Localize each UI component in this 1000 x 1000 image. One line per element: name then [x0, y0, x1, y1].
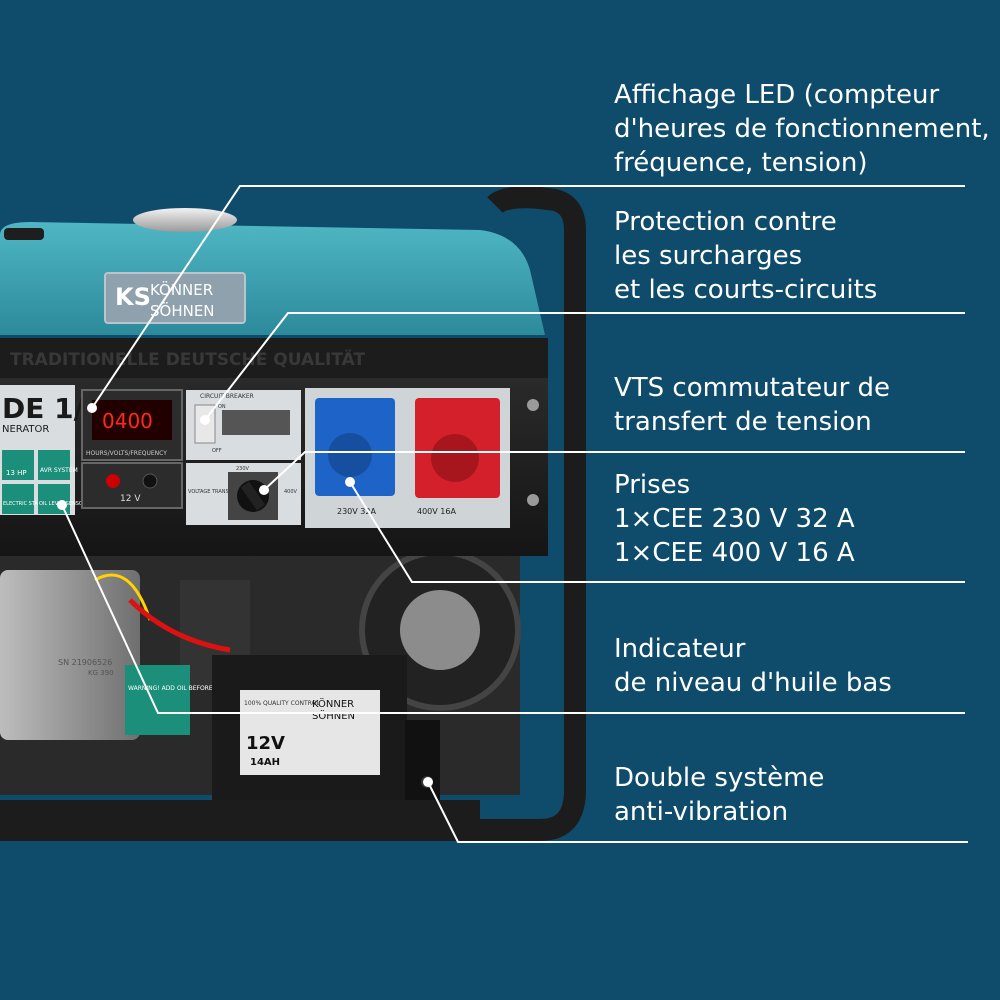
warning-text: WARNING! ADD OIL BEFORE USE — [128, 685, 227, 692]
feature-line: Prises — [614, 470, 691, 500]
feature-line: 1×CEE 230 V 32 A — [614, 504, 855, 534]
callout-line-oil — [61, 504, 965, 714]
battery-volt: 12V — [246, 733, 285, 754]
fuel-cap — [133, 208, 237, 232]
badge-start — [2, 484, 34, 514]
dc-label: 12 V — [120, 494, 141, 504]
brand-line-1: KÖNNER — [150, 280, 213, 299]
badge-oil — [38, 484, 70, 514]
feature-led-display: Affichage LED (compteur d'heures de fonc… — [614, 78, 994, 180]
callout-dot-oil — [57, 500, 67, 510]
feature-sockets: Prises 1×CEE 230 V 32 A 1×CEE 400 V 16 A — [614, 468, 994, 570]
socket-230v-face — [328, 433, 372, 477]
badge-avr-text: AVR SYSTEM — [40, 467, 78, 474]
badge-start-text: ELECTRIC START — [3, 501, 45, 507]
brand-plate — [104, 272, 246, 324]
wire-yellow — [94, 573, 152, 621]
feature-line: les surcharges — [614, 241, 803, 271]
callout-lines — [61, 185, 968, 843]
callout-line-led — [91, 185, 965, 409]
callout-dot-vts — [259, 485, 269, 495]
callout-dot-vibration — [423, 777, 433, 787]
breaker-on-label: ON — [218, 404, 226, 410]
callout-line-sockets — [349, 481, 965, 583]
callout-line-vibration — [427, 781, 968, 843]
led-label: HOURS/VOLTS/FREQUENCY — [86, 450, 167, 457]
battery-cap: 14AH — [250, 757, 280, 768]
socket-230v-label: 230V 32A — [337, 507, 376, 516]
socket-400v-label: 400V 16A — [417, 507, 456, 516]
frame-tube — [0, 186, 586, 841]
battery-quality: 100% QUALITY CONTROL — [244, 700, 321, 707]
feature-line: Protection contre — [614, 207, 837, 237]
transfer-switch-label: VOLTAGE TRANSFER SWITCH — [188, 489, 260, 495]
feature-anti-vibration: Double système anti-vibration — [614, 761, 994, 829]
feature-line: Indicateur — [614, 634, 746, 664]
breaker-off-label: OFF — [212, 448, 222, 454]
vibration-mount — [405, 720, 440, 800]
feature-line: VTS commutateur de — [614, 373, 891, 403]
base-frame — [0, 800, 480, 828]
feature-line: Affichage LED (compteur — [614, 80, 940, 110]
feature-line: de niveau d'huile bas — [614, 668, 892, 698]
callout-line-vts — [263, 451, 965, 491]
feature-line: Double système — [614, 763, 825, 793]
callout-dot-sockets — [345, 477, 355, 487]
brand-logo-mark: KS — [115, 283, 151, 311]
feature-vts: VTS commutateur de transfert de tension — [614, 371, 994, 439]
socket-400v-face — [431, 434, 479, 482]
brand-line-2: SÖHNEN — [150, 301, 215, 320]
battery-label — [240, 690, 380, 775]
transfer-switch-handle[interactable] — [240, 481, 266, 511]
callout-dots — [57, 403, 433, 787]
feature-line: transfert de tension — [614, 407, 872, 437]
wire-red — [128, 598, 231, 653]
dc-terminal-negative[interactable] — [142, 473, 158, 489]
dc-output-box — [81, 462, 183, 509]
battery-brand-1: KÖNNER — [312, 697, 354, 710]
alternator-hub — [400, 590, 480, 670]
callout-dot-led — [87, 403, 97, 413]
battery-brand-2: SÖHNEN — [312, 709, 355, 722]
engine-block — [0, 570, 140, 740]
callout-line-breaker — [204, 312, 965, 421]
fuel-tank — [0, 222, 545, 335]
feature-line: d'heures de fonctionnement, — [614, 114, 990, 144]
bolt — [527, 494, 539, 506]
badge-avr — [38, 450, 70, 480]
feature-oil-indicator: Indicateur de niveau d'huile bas — [614, 632, 994, 700]
serial-label: SN 21906526 — [58, 658, 112, 667]
feature-line: 1×CEE 400 V 16 A — [614, 538, 855, 568]
switch-left-label: 230V — [236, 466, 250, 472]
banner-text: TRADITIONELLE DEUTSCHE QUALITÄT — [10, 348, 365, 370]
callout-dot-breaker — [200, 415, 210, 425]
led-screen — [92, 400, 172, 440]
banner-band — [0, 338, 548, 378]
feature-line: fréquence, tension) — [614, 148, 868, 178]
dc-terminal-positive[interactable] — [106, 474, 120, 488]
bolt — [527, 399, 539, 411]
tank-handle — [4, 228, 44, 240]
led-value: 0400 — [102, 409, 153, 433]
switch-right-label: 400V — [284, 489, 298, 495]
model-sub-text: NERATOR — [2, 424, 49, 435]
badge-hp — [2, 450, 34, 480]
feature-line: et les courts-circuits — [614, 275, 878, 305]
breaker-label: CIRCUIT BREAKER — [200, 393, 254, 400]
kg-label: KG 390 — [88, 669, 114, 677]
badge-hp-text: 13 HP — [6, 469, 27, 477]
feature-line: anti-vibration — [614, 797, 789, 827]
feature-overload-protection: Protection contre les surcharges et les … — [614, 205, 994, 307]
oil-warning-tag — [125, 665, 190, 735]
breaker-window — [222, 410, 290, 435]
